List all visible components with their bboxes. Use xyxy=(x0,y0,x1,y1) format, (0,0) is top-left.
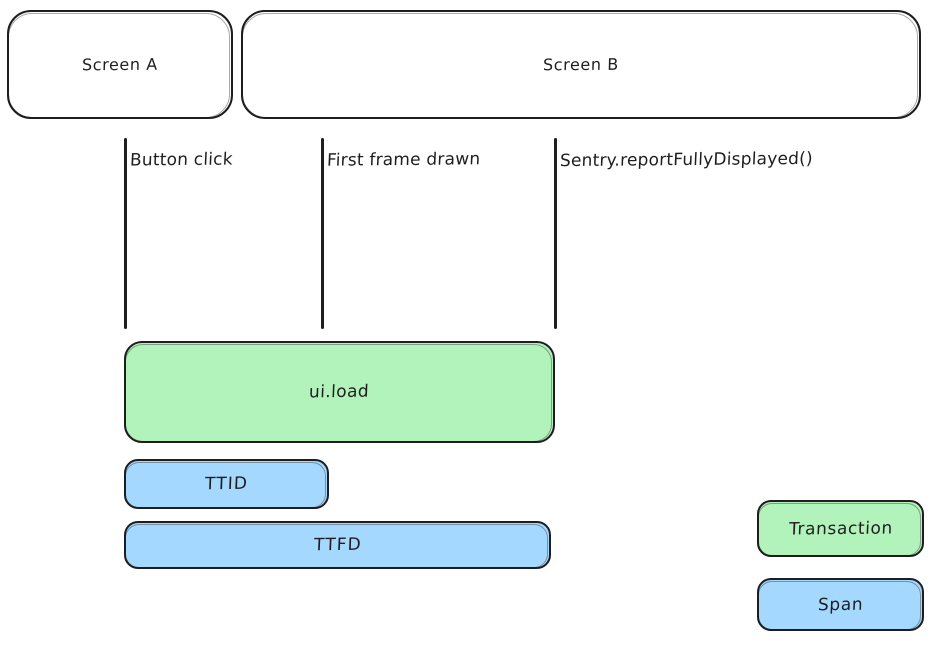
screen-box-b[interactable]: Screen B xyxy=(241,10,921,119)
bar-ui-load-label: ui.load xyxy=(309,381,370,403)
bar-ttfd-label: TTFD xyxy=(313,534,362,556)
screen-box-b-label: Screen B xyxy=(542,54,620,75)
marker-label-first-frame-drawn: First frame drawn xyxy=(326,149,481,171)
marker-line-report-fully-displayed xyxy=(554,138,557,329)
bar-ttid-label: TTID xyxy=(204,473,249,495)
screen-box-a-label: Screen A xyxy=(81,54,159,75)
bar-ui-load[interactable]: ui.load xyxy=(124,341,555,443)
legend-item-span[interactable]: Span xyxy=(757,578,924,631)
bar-ttid[interactable]: TTID xyxy=(124,459,329,509)
marker-label-report-fully-displayed: Sentry.reportFullyDisplayed() xyxy=(559,148,814,172)
legend-item-span-label: Span xyxy=(817,594,864,615)
marker-label-button-click: Button click xyxy=(129,149,234,171)
legend-item-transaction[interactable]: Transaction xyxy=(757,500,924,557)
legend-item-transaction-label: Transaction xyxy=(788,518,893,539)
bar-ttfd[interactable]: TTFD xyxy=(124,521,551,569)
marker-line-first-frame-drawn xyxy=(321,138,324,329)
screen-box-a[interactable]: Screen A xyxy=(7,10,233,119)
marker-line-button-click xyxy=(124,138,127,329)
